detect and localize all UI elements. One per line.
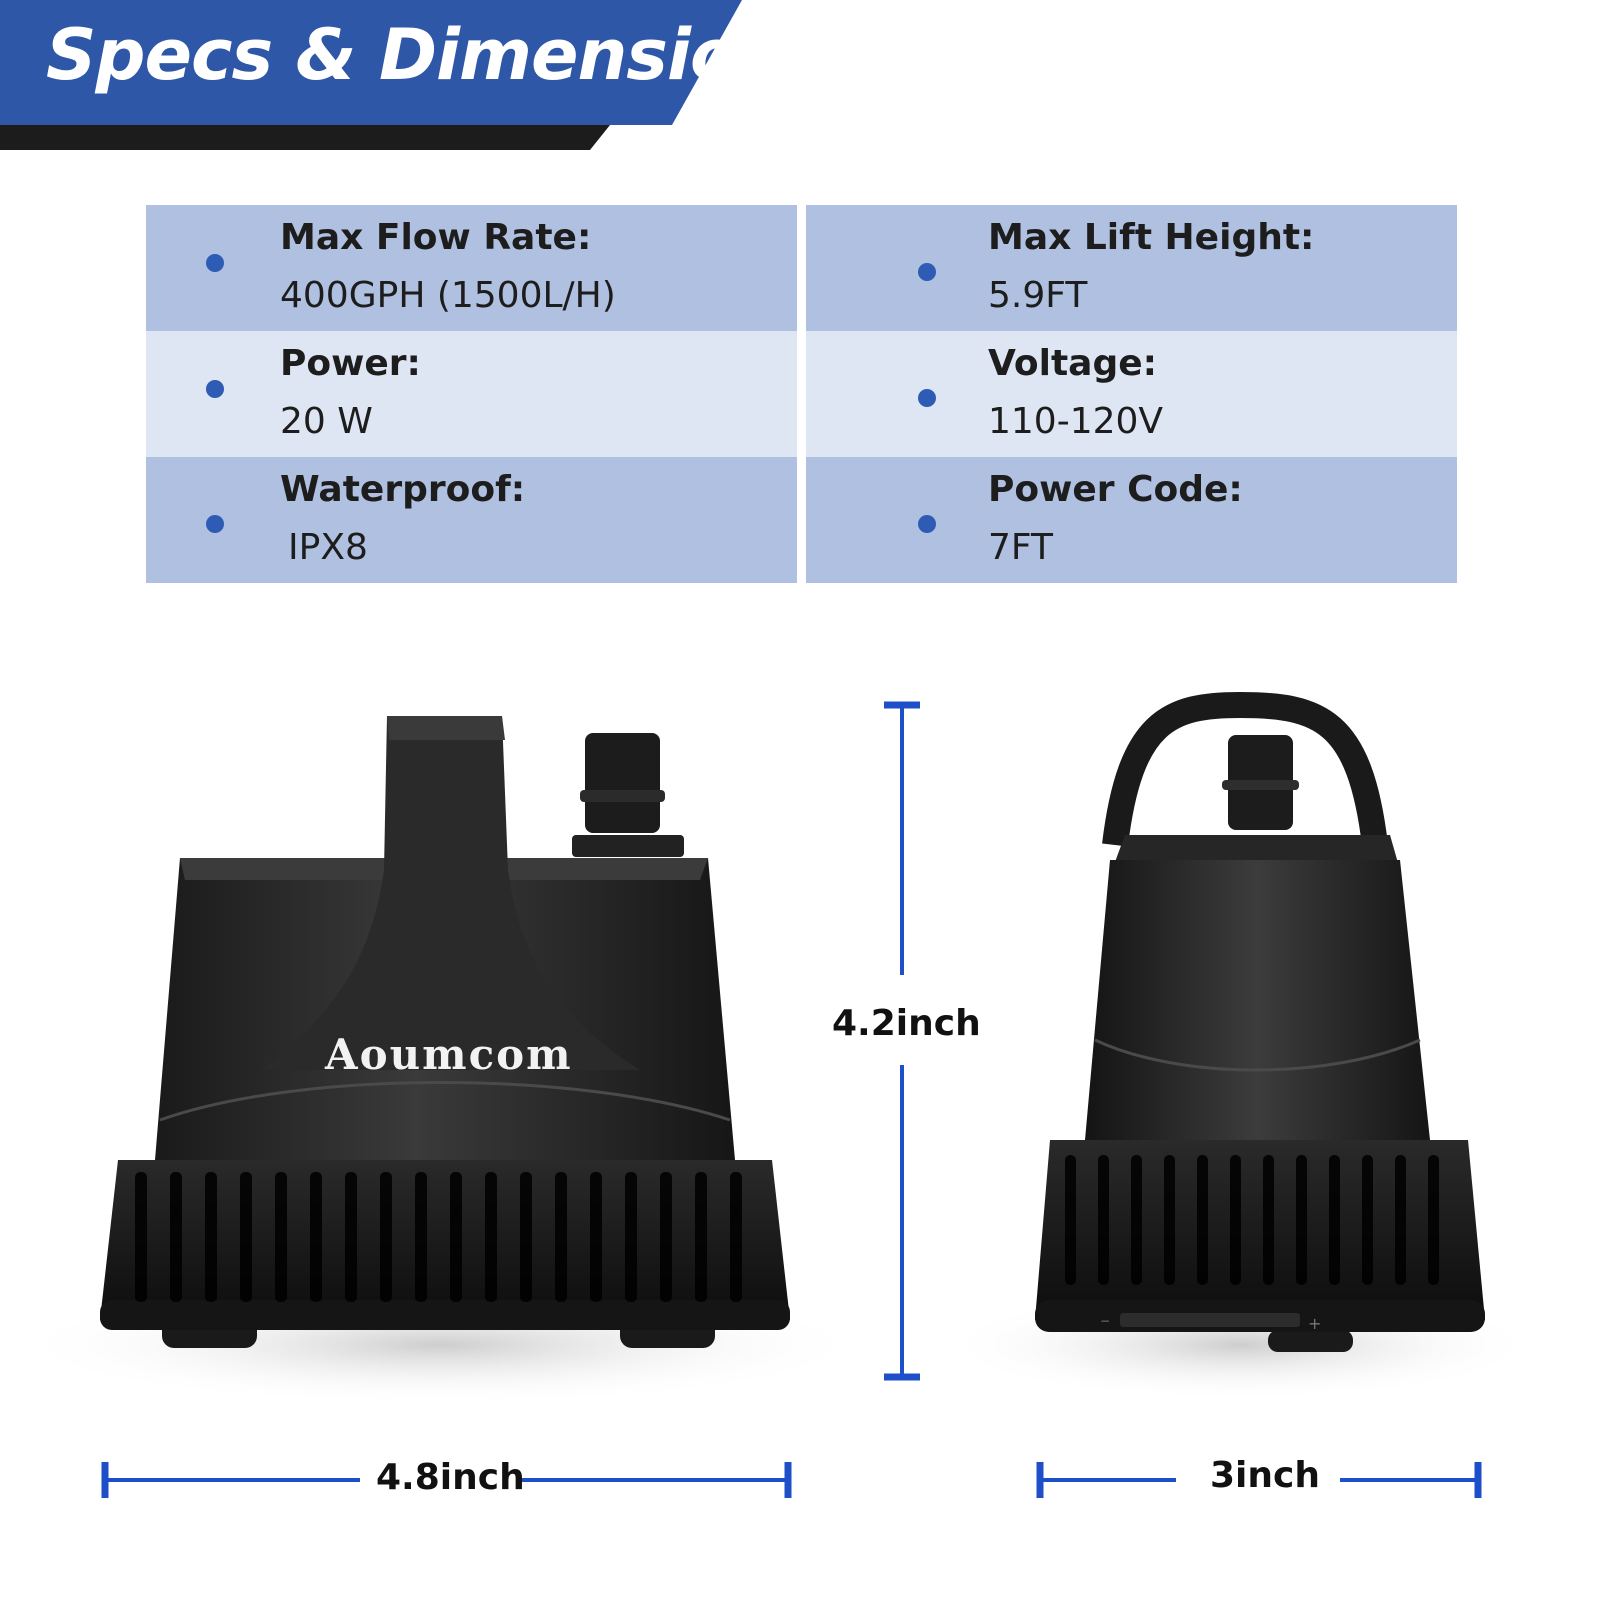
spec-cell-voltage: Voltage: 110-120V [806, 331, 1457, 457]
spec-cell-power: Power: 20 W [146, 331, 797, 457]
spec-label: Power: [280, 343, 421, 384]
spec-cell-waterproof: Waterproof: IPX8 [146, 457, 797, 583]
flow-adjuster [1120, 1313, 1300, 1327]
brand-logo-text: Aoumcom [325, 1030, 573, 1079]
spec-label: Waterproof: [280, 469, 526, 510]
bullet-icon [206, 380, 224, 398]
spec-value: 400GPH (1500L/H) [280, 275, 616, 316]
spec-label: Max Flow Rate: [280, 217, 592, 258]
height-dimension-line [884, 701, 920, 1381]
depth-dimension-label: 3inch [1210, 1455, 1320, 1496]
bullet-icon [918, 515, 936, 533]
spec-value: 7FT [988, 527, 1053, 568]
spec-value: IPX8 [288, 527, 368, 568]
bullet-icon [206, 254, 224, 272]
bullet-icon [918, 389, 936, 407]
depth-dimension-line [1036, 1462, 1482, 1498]
spec-cell-power-code: Power Code: 7FT [806, 457, 1457, 583]
spec-value: 20 W [280, 401, 373, 442]
bullet-icon [206, 515, 224, 533]
spec-cell-max-lift-height: Max Lift Height: 5.9FT [806, 205, 1457, 331]
spec-label: Voltage: [988, 343, 1158, 384]
svg-text:−: − [1100, 1314, 1110, 1328]
spec-label: Max Lift Height: [988, 217, 1315, 258]
spec-label: Power Code: [988, 469, 1243, 510]
header-banner: Specs & Dimensions [0, 0, 828, 160]
spec-cell-max-flow-rate: Max Flow Rate: 400GPH (1500L/H) [146, 205, 797, 331]
width-dimension-label: 4.8inch [376, 1457, 525, 1498]
width-dimension-line [101, 1462, 792, 1498]
spec-value: 110-120V [988, 401, 1164, 442]
pump-front-view [100, 716, 790, 1348]
height-dimension-label: 4.2inch [832, 1003, 981, 1044]
spec-value: 5.9FT [988, 275, 1088, 316]
bullet-icon [918, 263, 936, 281]
page-title: Specs & Dimensions [46, 14, 828, 96]
specs-table: Max Flow Rate: 400GPH (1500L/H) Max Lift… [146, 205, 1457, 583]
banner-shape [0, 0, 742, 150]
svg-text:+: + [1308, 1314, 1321, 1333]
pump-side-view: − + [1035, 691, 1485, 1352]
